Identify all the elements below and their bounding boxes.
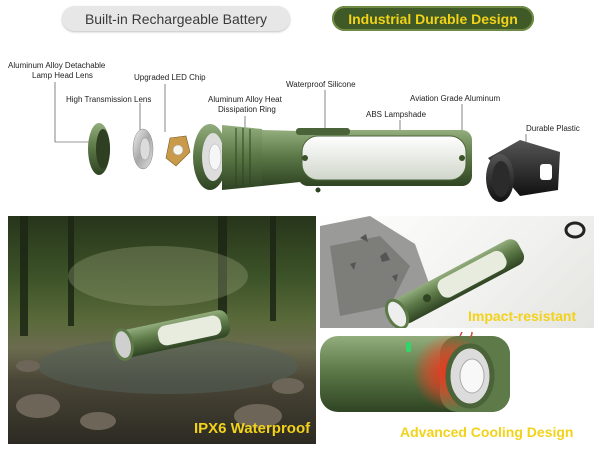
lens-ring-label-1: Aluminum Alloy Detachable: [8, 61, 106, 70]
flashlight-body-part: [262, 128, 472, 193]
lens-ring-part: [88, 123, 110, 175]
cooling-scene: [320, 332, 510, 412]
lampshade-label: ABS Lampshade: [366, 110, 427, 119]
impact-caption: Impact-resistant: [468, 308, 577, 324]
impact-flashlight: [384, 239, 525, 328]
plastic-end-cap-part: [486, 140, 560, 202]
transmission-lens-label: High Transmission Lens: [66, 95, 151, 104]
forest-stream-scene: [16, 216, 304, 430]
heat-ring-label-1: Aluminum Alloy Heat: [208, 95, 283, 104]
lens-ring-label-2: Lamp Head Lens: [32, 71, 93, 80]
waterproof-flashlight: [112, 310, 230, 361]
flashlight-head-part: [193, 124, 262, 190]
durable-design-label: Industrial Durable Design: [348, 10, 518, 27]
led-chip-label: Upgraded LED Chip: [134, 73, 206, 82]
body-label: Aviation Grade Aluminum: [410, 94, 500, 103]
rechargeable-battery-pill: Built-in Rechargeable Battery: [62, 6, 290, 31]
impact-scene: [320, 216, 586, 328]
waterproof-caption: IPX6 Waterproof: [194, 420, 311, 437]
transmission-lens-part: [132, 128, 154, 170]
exploded-flashlight-diagram: Aluminum Alloy Detachable Lamp Head Lens…: [8, 61, 580, 202]
cooling-photo-panel: Advanced Cooling Design: [320, 332, 594, 444]
plastic-label: Durable Plastic: [526, 124, 580, 133]
heat-ring-label-2: Dissipation Ring: [218, 105, 276, 114]
cooling-caption: Advanced Cooling Design: [400, 424, 574, 440]
led-chip-part: [165, 135, 191, 167]
durable-design-pill: Industrial Durable Design: [332, 6, 534, 31]
silicone-label: Waterproof Silicone: [286, 80, 356, 89]
impact-photo-panel: Impact-resistant: [320, 216, 594, 328]
rechargeable-battery-label: Built-in Rechargeable Battery: [84, 10, 268, 27]
waterproof-photo-panel: IPX6 Waterproof: [8, 216, 316, 444]
